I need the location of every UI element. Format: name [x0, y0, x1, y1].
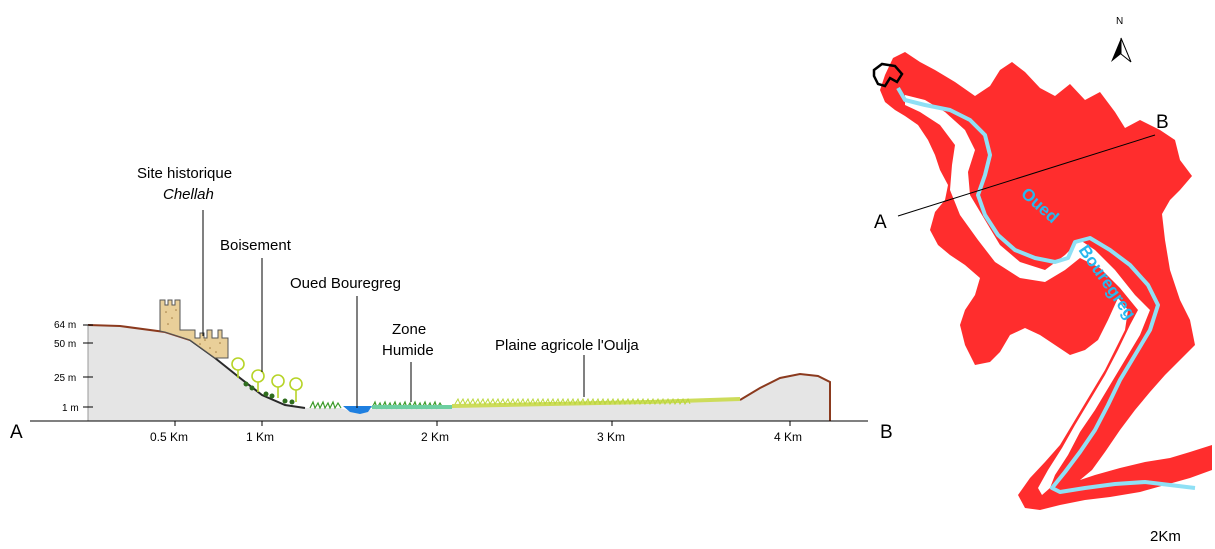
river-path	[896, 86, 1196, 494]
profile-point-a: A	[10, 422, 23, 443]
elev-label-50: 50 m	[54, 339, 76, 350]
elev-label-64: 64 m	[54, 320, 76, 331]
label-zone: Zone	[392, 321, 426, 338]
river-water	[343, 406, 372, 414]
cross-section: 64 m 50 m 25 m 1 m 0.5 Km 1 Km 2 Km 3 Km…	[10, 165, 893, 444]
profile-point-b: B	[880, 422, 893, 443]
wetland-strip	[372, 405, 452, 409]
right-hill-outline	[739, 372, 831, 421]
elevation-axis: 64 m 50 m 25 m 1 m	[54, 320, 93, 414]
label-site-historique: Site historique	[137, 165, 232, 182]
dist-label-0-5: 0.5 Km	[150, 430, 188, 444]
label-chellah: Chellah	[163, 186, 214, 203]
label-boisement: Boisement	[220, 237, 292, 254]
dist-label-1: 1 Km	[246, 430, 274, 444]
north-arrow-icon: N	[1111, 16, 1132, 63]
dist-label-3: 3 Km	[597, 430, 625, 444]
terrain-fill	[88, 325, 830, 421]
chellah-castle-icon	[159, 299, 229, 359]
leader-lines	[202, 210, 585, 408]
dist-label-4: 4 Km	[774, 430, 802, 444]
label-plaine-agricole: Plaine agricole l'Oulja	[495, 337, 639, 354]
forest-ground	[243, 381, 295, 405]
elev-label-25: 25 m	[54, 373, 76, 384]
map-scale: 2Km	[1150, 528, 1181, 545]
label-oued-bouregreg: Oued Bouregreg	[290, 275, 401, 292]
map-point-a: A	[874, 212, 887, 233]
label-humide: Humide	[382, 342, 434, 359]
estuary-outline	[872, 62, 904, 88]
dist-label-2: 2 Km	[421, 430, 449, 444]
section-line	[897, 134, 1156, 217]
map: N A B Oued Bouregreg 2Km	[872, 16, 1212, 545]
elev-label-1: 1 m	[62, 403, 79, 414]
map-point-b: B	[1156, 112, 1169, 133]
plain-grass	[454, 397, 691, 406]
north-label: N	[1116, 16, 1123, 27]
forest-trees	[231, 357, 303, 402]
distance-axis: 0.5 Km 1 Km 2 Km 3 Km 4 Km	[150, 421, 802, 444]
